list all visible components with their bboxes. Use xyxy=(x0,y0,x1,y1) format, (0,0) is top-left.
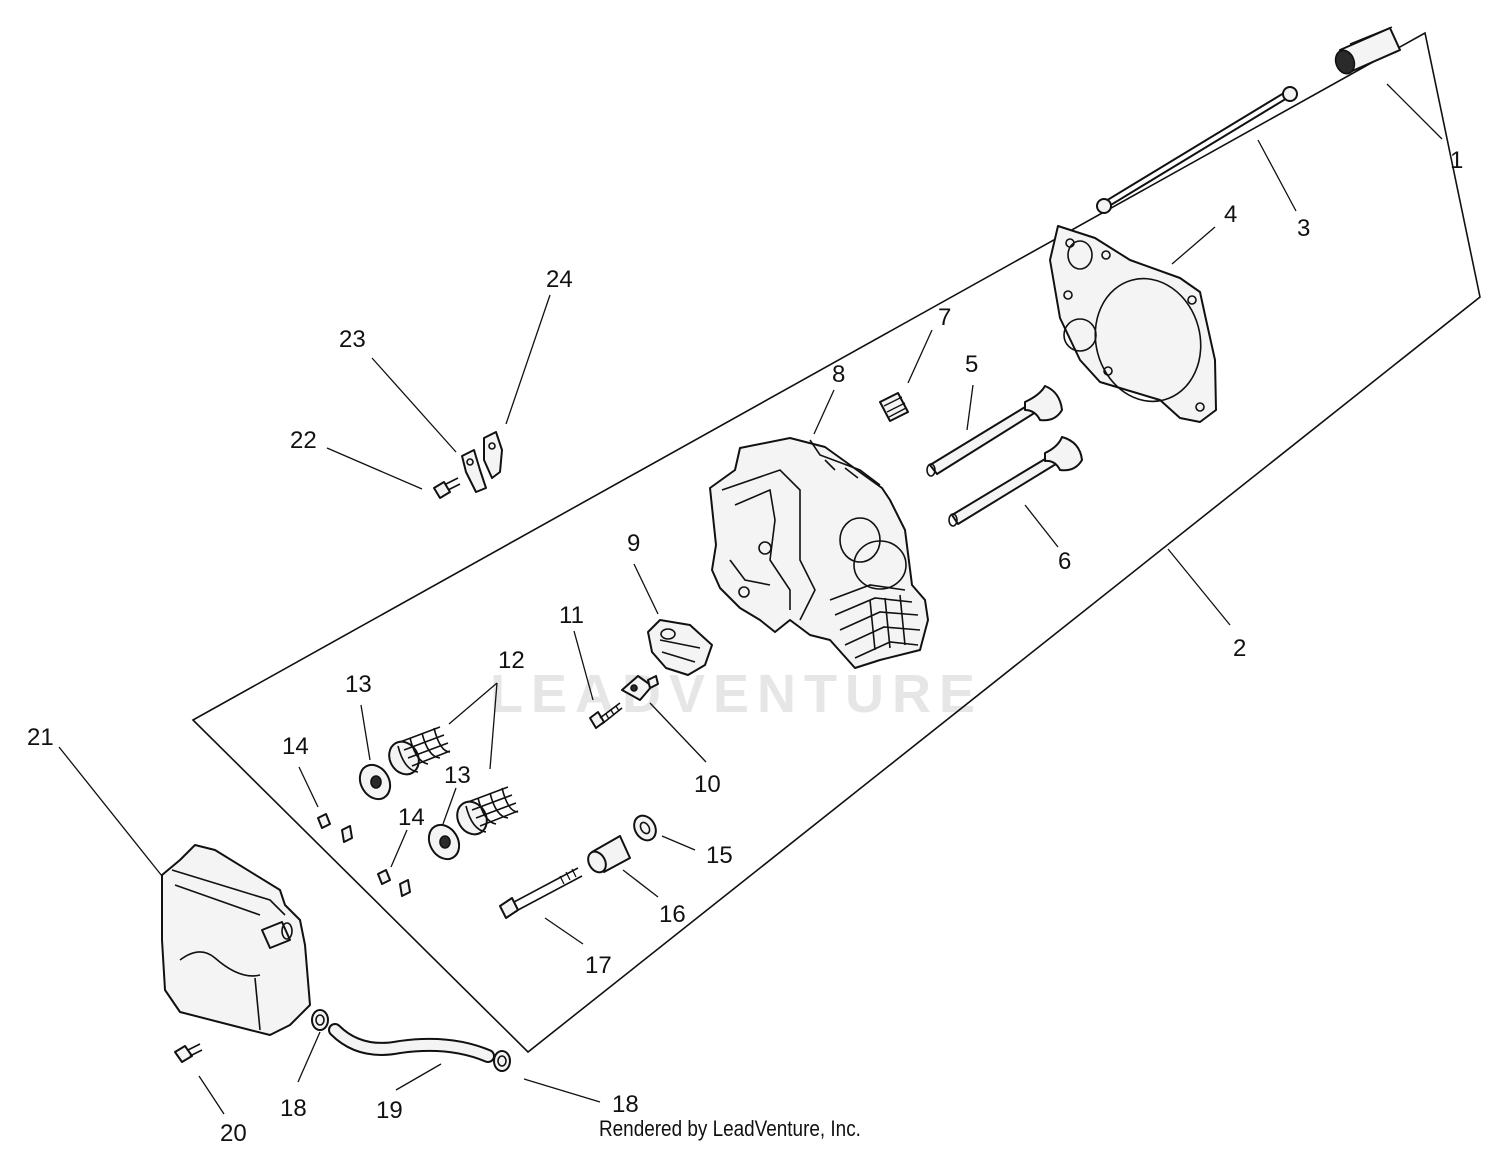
part-12-valve-spring-lower[interactable] xyxy=(451,786,519,840)
callout-11: 11 xyxy=(559,602,584,629)
watermark: LEADVENTURE xyxy=(490,664,983,724)
callout-18-left: 18 xyxy=(280,1095,307,1122)
part-8-cylinder-head[interactable] xyxy=(709,437,929,669)
callout-17: 17 xyxy=(585,952,612,979)
part-4-head-gasket[interactable] xyxy=(1049,225,1217,423)
callout-5: 5 xyxy=(965,351,978,378)
leader-lines xyxy=(58,83,1443,1115)
callout-4: 4 xyxy=(1224,201,1237,228)
callout-1: 1 xyxy=(1450,147,1463,174)
cylinder-head-assembly-outline xyxy=(191,31,1481,1054)
part-20-screw[interactable] xyxy=(174,1043,203,1063)
callout-15: 15 xyxy=(706,842,733,869)
callout-2: 2 xyxy=(1233,635,1246,662)
part-6-valve[interactable] xyxy=(948,436,1083,527)
part-16-spacer[interactable] xyxy=(585,835,631,876)
part-22-screw[interactable] xyxy=(433,477,461,499)
callout-12: 12 xyxy=(498,647,525,674)
callout-24: 24 xyxy=(546,266,573,293)
part-17-bolt[interactable] xyxy=(499,867,583,919)
callout-13-lower: 13 xyxy=(444,762,471,789)
part-18-clamp-right[interactable] xyxy=(493,1050,511,1072)
part-10-rocker-stud[interactable] xyxy=(621,675,659,701)
callout-3: 3 xyxy=(1297,215,1310,242)
part-23-bracket[interactable] xyxy=(461,449,487,493)
callout-22: 22 xyxy=(290,427,317,454)
part-11-screw[interactable] xyxy=(589,702,623,729)
callout-14-lower: 14 xyxy=(398,804,425,831)
part-18-clamp-left[interactable] xyxy=(311,1009,329,1031)
part-13-retainer-upper[interactable] xyxy=(354,759,396,804)
credit-text: Rendered by LeadVenture, Inc. xyxy=(599,1116,861,1141)
callout-labels: 1 2 3 4 5 6 7 8 9 10 11 12 13 13 14 14 1… xyxy=(27,147,1463,1147)
part-1-lifter[interactable] xyxy=(1332,26,1401,76)
part-14-keepers-lower[interactable] xyxy=(377,869,411,897)
callout-19: 19 xyxy=(376,1097,403,1124)
part-21-valve-cover[interactable] xyxy=(161,844,311,1036)
part-24-bracket[interactable] xyxy=(483,431,503,479)
callout-18-right: 18 xyxy=(612,1091,639,1118)
part-7-stem-seal[interactable] xyxy=(879,392,909,422)
part-12-valve-spring-upper[interactable] xyxy=(383,726,451,780)
callout-21: 21 xyxy=(27,724,54,751)
callout-7: 7 xyxy=(938,304,951,331)
part-19-breather-hose[interactable] xyxy=(328,1023,495,1063)
callout-14-upper: 14 xyxy=(282,733,309,760)
callout-20: 20 xyxy=(220,1120,247,1147)
callout-13-upper: 13 xyxy=(345,671,372,698)
part-5-valve[interactable] xyxy=(926,385,1063,477)
callout-10: 10 xyxy=(694,771,721,798)
callout-6: 6 xyxy=(1058,548,1071,575)
part-13-retainer-lower[interactable] xyxy=(423,819,465,864)
part-15-washer[interactable] xyxy=(630,812,660,845)
part-14-keepers-upper[interactable] xyxy=(317,813,353,843)
part-3-push-rod[interactable] xyxy=(1096,86,1298,214)
callout-8: 8 xyxy=(832,361,845,388)
part-9-rocker-arm[interactable] xyxy=(647,619,713,676)
callout-23: 23 xyxy=(339,326,366,353)
callout-16: 16 xyxy=(659,901,686,928)
callout-9: 9 xyxy=(627,530,640,557)
